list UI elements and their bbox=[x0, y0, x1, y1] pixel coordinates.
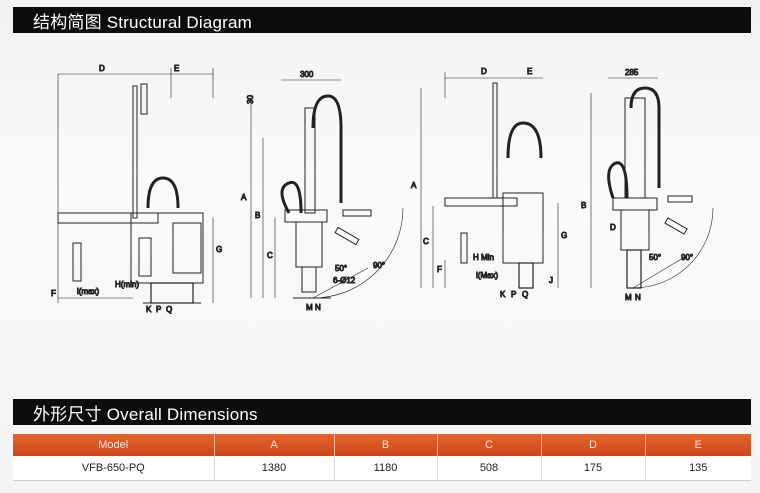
dim-label-f-1: F bbox=[51, 289, 56, 298]
dim-label-d-4: D bbox=[610, 223, 616, 232]
diagram-side-view: D E l(max) H(min) F G K P bbox=[51, 64, 223, 315]
dim-label-hmin-2: H Min bbox=[473, 253, 494, 262]
dim-label-p-3: P bbox=[511, 290, 516, 299]
cell-a: 1380 bbox=[214, 456, 335, 481]
dim-label-a-3: A bbox=[411, 181, 417, 190]
dim-label-k-1: K bbox=[146, 305, 152, 314]
dim-label-50-4: 50° bbox=[649, 253, 661, 262]
column-header-b: B bbox=[334, 434, 438, 456]
column-header-model: Model bbox=[13, 434, 215, 456]
diagram-side-view-2: D E A C F H Min l(Max) G J K P Q bbox=[411, 67, 568, 300]
dim-label-m-2: M bbox=[306, 303, 313, 312]
cell-b: 1180 bbox=[334, 456, 438, 481]
column-header-e: E bbox=[645, 434, 751, 456]
table-header-row: Model A B C D E bbox=[13, 434, 751, 456]
dim-label-f-3: F bbox=[437, 265, 442, 274]
dim-label-285: 285 bbox=[625, 68, 639, 77]
section-title: 结构简图 Structural Diagram bbox=[33, 12, 253, 32]
table-row: VFB-650-PQ 1380 1180 508 175 135 bbox=[13, 456, 751, 481]
cell-c: 508 bbox=[437, 456, 542, 481]
dim-label-300: 300 bbox=[300, 70, 314, 79]
dim-label-m-4: M bbox=[625, 293, 632, 302]
dim-label-e-3: E bbox=[527, 67, 532, 76]
dim-label-c-2: C bbox=[267, 251, 273, 260]
dim-label-lmax-1: l(max) bbox=[77, 287, 100, 296]
dim-label-q-3: Q bbox=[522, 290, 528, 299]
dim-label-n-4: N bbox=[635, 293, 641, 302]
section-header-overall-dimensions: 外形尺寸 Overall Dimensions bbox=[13, 399, 751, 425]
cell-model: VFB-650-PQ bbox=[13, 456, 215, 481]
dim-label-b-2: B bbox=[255, 211, 260, 220]
column-header-a: A bbox=[214, 434, 335, 456]
dim-label-g-1: G bbox=[216, 245, 222, 254]
dim-label-q-1: Q bbox=[166, 305, 172, 314]
dim-label-hole: 6-Ø12 bbox=[333, 276, 356, 285]
dimensions-table: Model A B C D E VFB-650-PQ 1380 1180 508… bbox=[13, 434, 751, 481]
dim-label-90-2: 90° bbox=[373, 261, 385, 270]
dim-label-p-1: P bbox=[156, 305, 161, 314]
diagram-front-view: 300 30 A B C 50° 90° 6-Ø12 bbox=[241, 70, 404, 313]
dim-label-lmax-2: l(Max) bbox=[476, 271, 499, 280]
cell-e: 135 bbox=[645, 456, 751, 481]
section-title: 外形尺寸 Overall Dimensions bbox=[33, 404, 258, 424]
dim-label-50-2: 50° bbox=[335, 264, 347, 273]
dim-label-j-3: J bbox=[549, 276, 553, 285]
column-header-c: C bbox=[437, 434, 542, 456]
cell-d: 175 bbox=[541, 456, 646, 481]
dim-label-n-2: N bbox=[315, 303, 321, 312]
dim-label-hmin-1: H(min) bbox=[115, 280, 139, 289]
dim-label-e: E bbox=[174, 64, 179, 73]
dim-label-g-3: G bbox=[561, 231, 567, 240]
dim-label-a-2: A bbox=[241, 193, 247, 202]
column-header-d: D bbox=[541, 434, 646, 456]
dim-label-c-3: C bbox=[423, 237, 429, 246]
dim-label-k-3: K bbox=[500, 290, 506, 299]
structural-diagram: D E l(max) H(min) F G K P bbox=[13, 38, 751, 393]
dim-label-90-4: 90° bbox=[681, 253, 693, 262]
dim-label-d-3: D bbox=[481, 67, 487, 76]
section-header-structural-diagram: 结构简图 Structural Diagram bbox=[13, 7, 751, 33]
dim-label-b-4: B bbox=[581, 201, 586, 210]
diagram-front-view-2: 285 B D 50° 90° M N bbox=[581, 68, 714, 303]
dim-label-d: D bbox=[99, 64, 105, 73]
dim-label-30: 30 bbox=[246, 95, 255, 104]
